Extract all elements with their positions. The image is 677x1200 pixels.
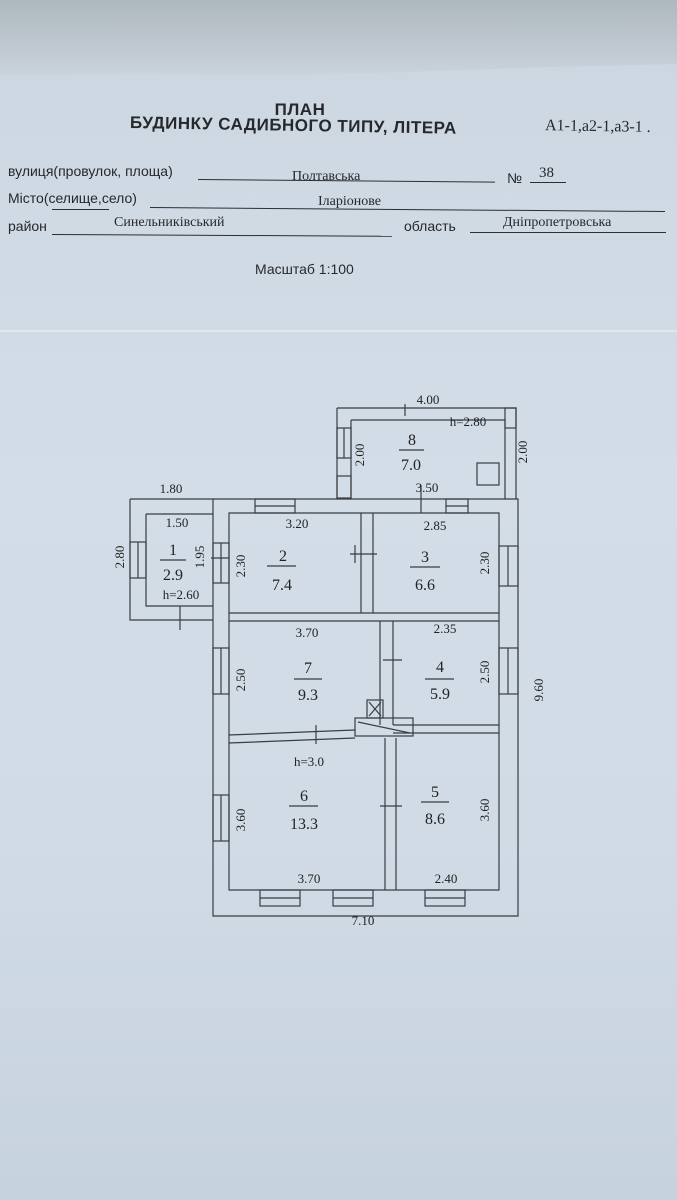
boiler: [476, 462, 500, 486]
partition: [379, 621, 394, 725]
district-label: район: [8, 218, 47, 234]
region-label: область: [404, 218, 456, 234]
room-4-number: 4: [436, 659, 444, 676]
outer-wall: [212, 498, 519, 917]
dim-label: 1.95: [192, 546, 207, 569]
number-underline: [530, 182, 566, 183]
room-7-number: 7: [304, 660, 312, 677]
dim-label: 2.30: [477, 552, 492, 575]
room-5-number: 5: [431, 784, 439, 801]
dim-label: h=2.80: [450, 414, 487, 429]
room-8-number: 8: [408, 432, 416, 449]
room-3-area: 6.6: [415, 577, 435, 594]
partition: [384, 738, 397, 890]
dim-label: 3.70: [298, 871, 321, 886]
dim-label: 2.00: [352, 444, 367, 467]
paper-fold: [0, 330, 677, 332]
room-6-number: 6: [300, 788, 308, 805]
room-1-number: 1: [169, 542, 177, 559]
paper-edge-shadow: [0, 0, 677, 76]
dim-label: 2.40: [435, 871, 458, 886]
windows: [129, 407, 519, 907]
dim-label: 2.00: [515, 441, 530, 464]
room-2-area: 7.4: [272, 577, 292, 594]
stove-box: [366, 699, 384, 719]
dim-label: 2.35: [434, 621, 457, 636]
dim-label: 2.50: [233, 669, 248, 692]
partition: [228, 729, 356, 744]
room-6-area: 13.3: [290, 816, 318, 833]
porch-wall: [129, 498, 213, 621]
stove: [354, 717, 414, 737]
dim-label: 2.85: [424, 518, 447, 533]
dim-label: 3.60: [477, 799, 492, 822]
city-label: Місто(селище,село): [8, 190, 137, 206]
dim-label: 7.10: [352, 913, 375, 928]
dim-label: 2.30: [233, 555, 248, 578]
partition: [393, 724, 499, 734]
region-value: Дніпропетровська: [503, 215, 612, 230]
city-underline-left: [52, 209, 109, 210]
plan-title: ПЛАН: [274, 100, 326, 119]
dim-label: h=2.60: [163, 587, 200, 602]
dim-label: 3.60: [233, 809, 248, 832]
house-number: 38: [539, 165, 554, 181]
dim-label: 1.50: [166, 515, 189, 530]
dim-label: 3.50: [416, 480, 439, 495]
number-label: №: [507, 170, 523, 186]
dim-label: 1.80: [160, 481, 183, 496]
street-value: Полтавська: [292, 169, 361, 184]
room-3-number: 3: [421, 549, 429, 566]
room-8-area: 7.0: [401, 457, 421, 474]
dim-label: 3.70: [296, 625, 319, 640]
room-4-area: 5.9: [430, 686, 450, 703]
city-value: Іларіонове: [318, 194, 381, 209]
dim-label: 9.60: [531, 679, 546, 702]
street-label: вулиця(провулок, площа): [8, 163, 173, 179]
dim-label: 3.20: [286, 516, 309, 531]
room-1-area: 2.9: [163, 567, 183, 584]
district-value: Синельниківський: [114, 215, 225, 230]
room-2-number: 2: [279, 548, 287, 565]
region-underline: [470, 232, 666, 233]
room-5-area: 8.6: [425, 811, 445, 828]
inner-wall-line: [228, 512, 500, 891]
partition: [360, 513, 374, 613]
dim-label: 4.00: [417, 392, 440, 407]
dim-label: 2.80: [112, 546, 127, 569]
room-7-area: 9.3: [298, 687, 318, 704]
dim-label: h=3.0: [294, 754, 324, 769]
scale-label: Масштаб 1:100: [255, 261, 354, 277]
dim-label: 2.50: [477, 661, 492, 684]
